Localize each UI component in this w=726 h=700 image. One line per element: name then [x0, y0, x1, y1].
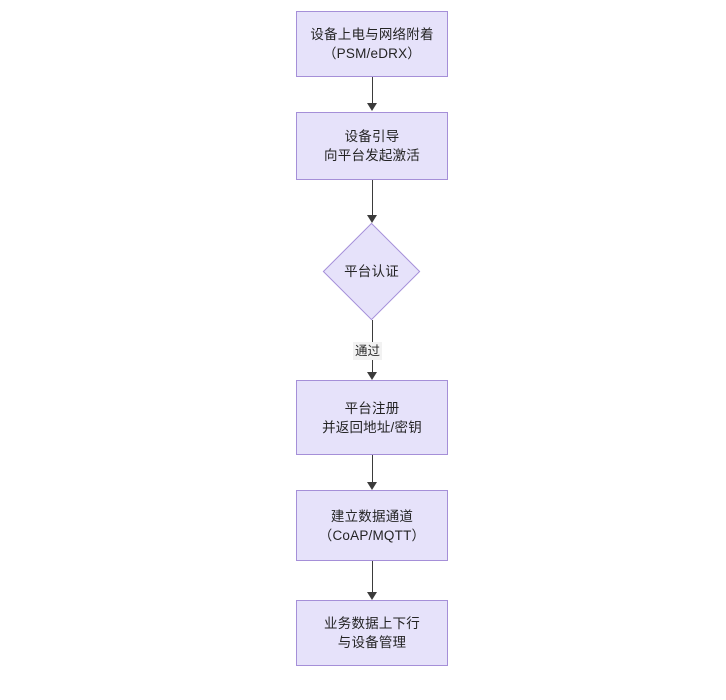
node-business-data-line-1: 业务数据上下行	[324, 616, 420, 631]
node-bootstrap[interactable]: 设备引导 向平台发起激活	[296, 112, 448, 180]
connector-bootstrap-to-platform-auth	[371, 180, 373, 216]
edge-label-pass: 通过	[353, 342, 383, 360]
node-bootstrap-line-1: 设备引导	[344, 129, 400, 144]
connector-data-channel-to-business-data	[371, 561, 373, 593]
node-power-on[interactable]: 设备上电与网络附着 （PSM/eDRX）	[296, 11, 448, 77]
connector-power-on-to-bootstrap	[371, 77, 373, 104]
node-business-data[interactable]: 业务数据上下行 与设备管理	[296, 600, 448, 666]
node-power-on-line-1: 设备上电与网络附着	[310, 27, 434, 42]
node-data-channel-line-2: （CoAP/MQTT）	[318, 527, 426, 543]
arrowhead-platform-auth-to-platform-register	[367, 372, 377, 380]
arrowhead-power-on-to-bootstrap	[367, 103, 377, 111]
connector-platform-register-to-data-channel	[371, 455, 373, 483]
arrowhead-platform-register-to-data-channel	[367, 482, 377, 490]
node-platform-register[interactable]: 平台注册 并返回地址/密钥	[296, 380, 448, 455]
node-platform-auth-label: 平台认证	[344, 264, 399, 279]
node-business-data-line-2: 与设备管理	[337, 635, 407, 650]
node-bootstrap-line-2: 向平台发起激活	[324, 148, 420, 163]
node-data-channel-line-1: 建立数据通道	[330, 508, 414, 524]
node-power-on-line-2: （PSM/eDRX）	[322, 46, 422, 61]
node-data-channel[interactable]: 建立数据通道 （CoAP/MQTT）	[296, 490, 448, 561]
node-platform-auth[interactable]: 平台认证	[322, 222, 421, 321]
node-platform-register-line-2: 并返回地址/密钥	[322, 419, 422, 435]
arrowhead-data-channel-to-business-data	[367, 592, 377, 600]
node-platform-register-line-1: 平台注册	[344, 400, 400, 416]
arrowhead-bootstrap-to-platform-auth	[367, 215, 377, 223]
